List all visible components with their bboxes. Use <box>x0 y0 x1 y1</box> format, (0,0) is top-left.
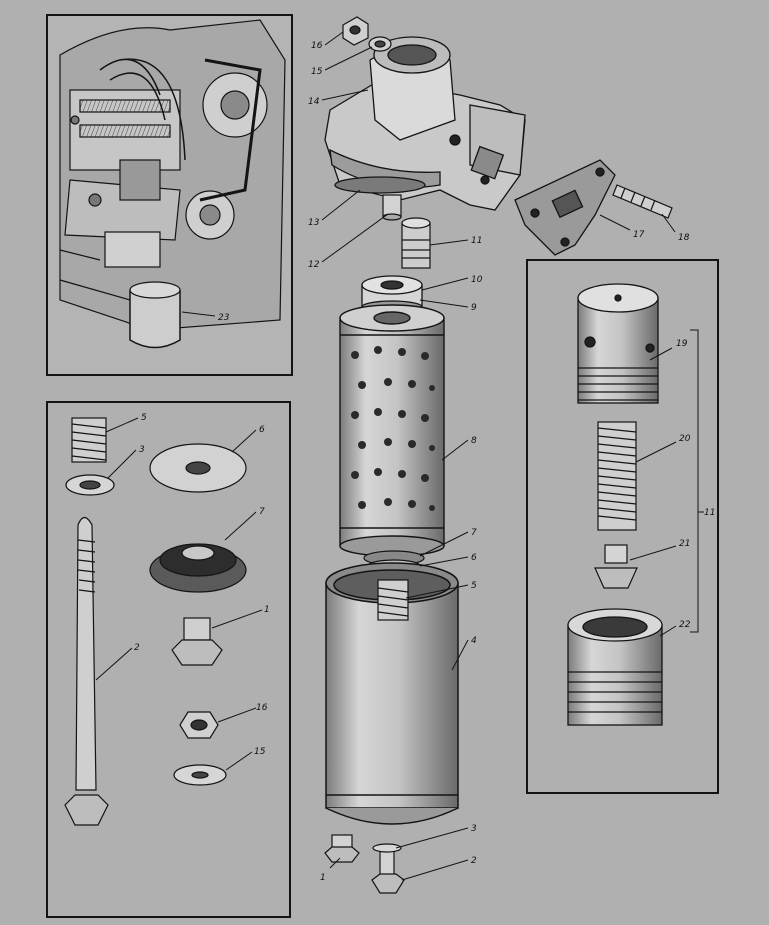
center-stem-12 <box>382 194 402 221</box>
callout-top-18: 18 <box>678 233 690 243</box>
callout-top-8: 8 <box>471 436 477 446</box>
callout-top-15: 15 <box>311 67 323 77</box>
callout-top-5: 5 <box>471 581 477 591</box>
callout-valve-20: 20 <box>679 434 691 444</box>
left-parts-frame <box>46 401 291 918</box>
callout-valve-22: 22 <box>679 620 691 630</box>
top-nut-16 <box>342 16 369 46</box>
center-valve-11 <box>401 217 431 269</box>
callout-left-1: 1 <box>264 605 270 615</box>
callout-top-9: 9 <box>471 303 477 313</box>
bottom-bolt-2 <box>371 844 405 894</box>
left-washer-6 <box>149 443 247 493</box>
valve-plunger-21 <box>594 544 638 589</box>
callout-top-6: 6 <box>471 553 477 563</box>
callout-left-6: 6 <box>259 425 265 435</box>
filter-element-8 <box>339 304 445 557</box>
engine-illustration <box>59 19 286 349</box>
callout-valve-19: 19 <box>676 339 688 349</box>
valve-body-19 <box>577 283 659 404</box>
filter-head <box>324 36 526 211</box>
callout-top-14: 14 <box>308 97 320 107</box>
callout-left-2: 2 <box>134 643 140 653</box>
valve-spring-20 <box>597 421 637 531</box>
bottom-washer-3 <box>372 843 402 853</box>
valve-seat-22 <box>567 608 663 726</box>
callout-top-11: 11 <box>471 236 482 246</box>
callout-top-1: 1 <box>320 873 326 883</box>
center-leader-lines <box>321 31 676 881</box>
left-long-bolt-2 <box>64 516 109 826</box>
left-spring-5 <box>71 417 107 463</box>
callout-top-12: 12 <box>308 260 320 270</box>
callout-left-7: 7 <box>259 507 265 517</box>
filter-perforations <box>351 346 435 511</box>
callout-left-3: 3 <box>139 445 145 455</box>
callout-top-10: 10 <box>471 275 483 285</box>
callout-top-4: 4 <box>471 636 477 646</box>
callout-top-2: 2 <box>471 856 477 866</box>
left-seal-7 <box>149 543 247 593</box>
callout-left-15: 15 <box>254 747 266 757</box>
bottom-plug-1 <box>324 834 360 863</box>
callout-left-16: 16 <box>256 703 268 713</box>
callout-left-5: 5 <box>141 413 147 423</box>
callout-valve-11: 11 <box>704 508 715 518</box>
center-spring-5 <box>377 579 409 621</box>
left-nut-16 <box>179 711 219 739</box>
callout-engine-23: 23 <box>218 313 230 323</box>
valve-bracket-and-leaders <box>629 329 704 637</box>
left-washer-15 <box>173 764 227 786</box>
callout-top-16: 16 <box>311 41 323 51</box>
top-washer-15 <box>368 36 392 52</box>
stud-18 <box>612 184 673 219</box>
left-plug-1 <box>171 617 223 666</box>
callout-top-7: 7 <box>471 528 477 538</box>
left-leader-lines <box>95 417 263 771</box>
callout-top-3: 3 <box>471 824 477 834</box>
left-washer-3 <box>65 474 115 496</box>
valve-parts-frame <box>526 259 719 794</box>
callout-valve-21: 21 <box>679 539 690 549</box>
callout-top-17: 17 <box>633 230 645 240</box>
callout-top-13: 13 <box>308 218 320 228</box>
gasket-17 <box>514 159 616 256</box>
